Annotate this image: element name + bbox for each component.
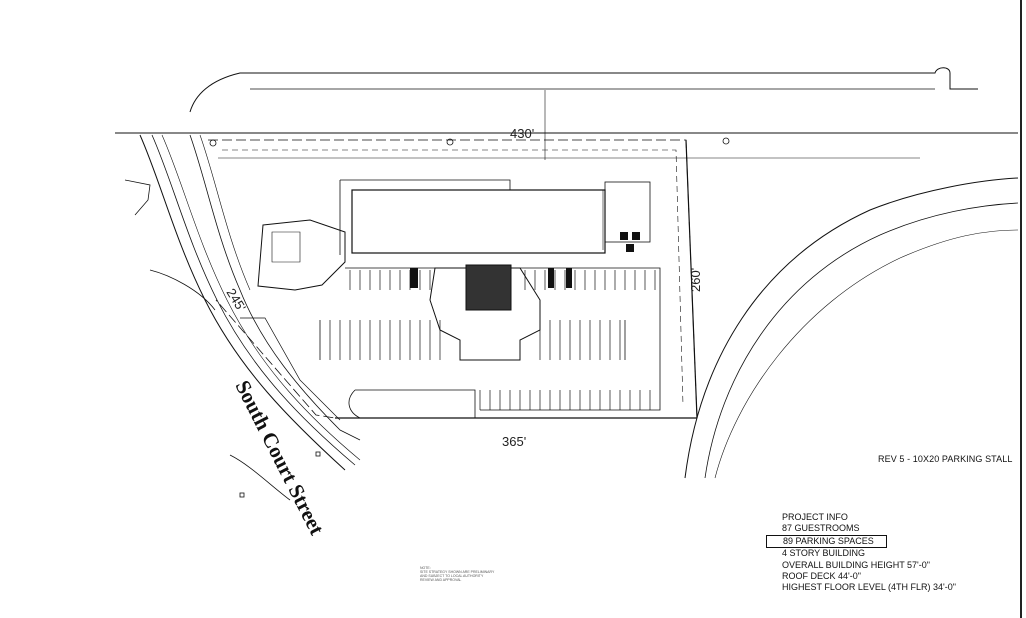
dimension-left: 245' <box>223 286 249 314</box>
street-label: South Court Street <box>231 376 330 538</box>
dimension-top: 430' <box>510 126 534 141</box>
project-info-stories: 4 STORY BUILDING <box>782 548 866 559</box>
property-line <box>208 139 698 419</box>
project-info-guestrooms: 87 GUESTROOMS <box>782 523 860 534</box>
project-info-block: PROJECT INFO 87 GUESTROOMS 89 PARKING SP… <box>766 512 956 594</box>
dimension-bottom: 365' <box>502 434 526 449</box>
site-boundary <box>335 139 698 419</box>
project-info-height: OVERALL BUILDING HEIGHT 57'-0" <box>782 559 930 570</box>
east-road-curb <box>684 177 1019 479</box>
project-info-parking: 89 PARKING SPACES <box>766 534 887 549</box>
project-info-title: PROJECT INFO <box>782 512 848 522</box>
porte-cochere <box>429 267 541 361</box>
south-court-street-curb <box>139 134 346 471</box>
note-line-3: AND SUBJECT TO LOCAL AUTHORITY <box>420 574 484 578</box>
north-road-curb <box>189 67 978 113</box>
site-note: NOTE: SITE STRATEGY SHOWN ARE PRELIMINAR… <box>420 566 494 582</box>
hotel-building <box>351 189 606 254</box>
note-line-2: SITE STRATEGY SHOWN ARE PRELIMINARY <box>420 570 495 574</box>
note-line-4: REVIEW AND APPROVAL <box>420 578 462 582</box>
revision-label: REV 5 - 10X20 PARKING STALL <box>878 454 1013 464</box>
frame-border <box>1020 0 1022 618</box>
project-info-roof: ROOF DECK 44'-0" <box>782 571 861 582</box>
note-line-1: NOTE: <box>420 566 431 570</box>
parking-stalls <box>329 270 656 410</box>
dimension-right: 260' <box>688 268 703 292</box>
project-info-floor-level: HIGHEST FLOOR LEVEL (4TH FLR) 34'-0" <box>782 582 956 593</box>
